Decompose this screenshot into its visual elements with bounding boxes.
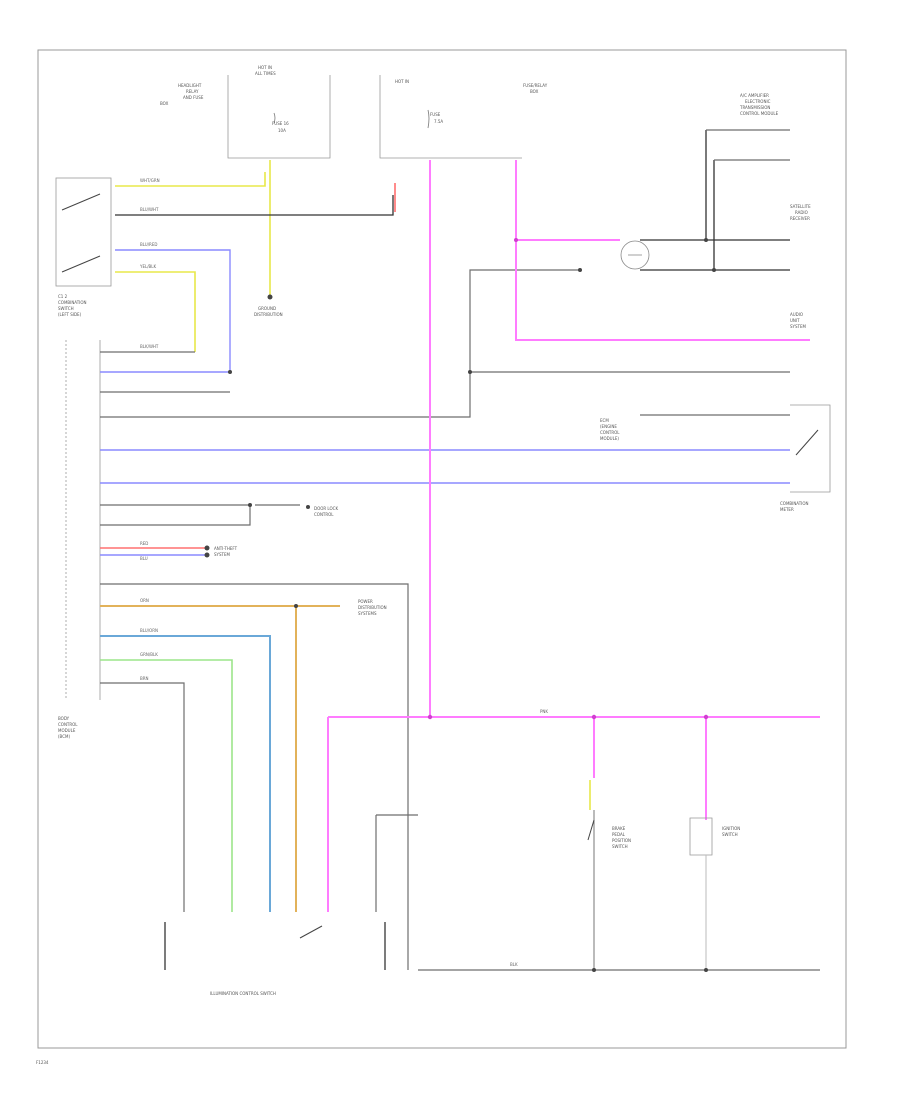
wire-label-blk2: BLK [510, 962, 518, 967]
power-sys-line3: SYSTEMS [358, 611, 377, 616]
fuse-box-left: HOT IN ALL TIMES FUSE 16 10A HEADLIGHT R… [160, 65, 331, 159]
mid-right-2: METER [780, 507, 794, 512]
mid-right-1: COMBINATION [780, 501, 809, 506]
brake-sw-1: BRAKE [612, 826, 626, 831]
brake-sw-3: POSITION [612, 838, 631, 843]
wire-label-grn: GRN/BLK [140, 652, 158, 657]
wire-label-org: ORN [140, 598, 149, 603]
wire-label-red: RED [140, 541, 148, 546]
top-right-a-3: TRANSMISSION [739, 105, 770, 110]
top-right-c-2: UNIT [790, 318, 800, 323]
ecm-switch: COMBINATION METER [780, 404, 831, 512]
fuse-left-side4: BOX [160, 101, 169, 106]
top-right-b-2: RADIO [795, 210, 808, 215]
wire-label-gray1: BLK/WHT [140, 344, 159, 349]
right-sw-4: MODULE) [600, 436, 619, 441]
diagram-frame [37, 49, 847, 1049]
ignition-1: IGNITION [722, 826, 740, 831]
anti-theft-line1: ANTI-THEFT [214, 546, 238, 551]
right-sw-2: (ENGINE [600, 424, 617, 429]
footer-code: F1234 [36, 1060, 49, 1065]
brake-sw-2: PEDAL [612, 832, 626, 837]
brake-pedal-switch: BRAKE PEDAL POSITION SWITCH [587, 810, 631, 970]
top-right-a-4: CONTROL MODULE [740, 111, 779, 116]
shift-lock-unit [620, 240, 650, 270]
fuse-left-side3: AND FUSE [183, 95, 204, 100]
ignition-2: SWITCH [722, 832, 738, 837]
comb-switch-line3: SWITCH [58, 306, 74, 311]
right-sw-1: ECM [600, 418, 609, 423]
wire-label-blk1: BLU/WHT [140, 207, 159, 212]
fuse-left-amp: 10A [278, 128, 286, 133]
mid-note-1: DOOR LOCK [314, 506, 338, 511]
anti-theft-line2: SYSTEM [214, 552, 230, 557]
fuse-box-left-line2: ALL TIMES [255, 71, 276, 76]
fuse-box-left-line1: HOT IN [258, 65, 272, 70]
combination-switch: C1 2 COMBINATION SWITCH (LEFT SIDE) [55, 177, 112, 317]
fuse-right-amp: 7.5A [434, 119, 443, 124]
fuse-left-label: FUSE 16 [272, 121, 289, 126]
power-sys-line1: POWER [358, 599, 373, 604]
fuse-box-right-side1: FUSE/RELAY [523, 83, 548, 88]
fuse-left-side1: HEADLIGHT [178, 83, 202, 88]
top-right-a-2: ELECTRONIC [745, 99, 771, 104]
comb-switch-line1: C1 2 [58, 294, 68, 299]
illum-switch-label: ILLUMINATION CONTROL SWITCH [210, 991, 276, 996]
fuse-right-label: FUSE [430, 112, 441, 117]
mid-note-2: CONTROL [314, 512, 334, 517]
comb-switch-line4: (LEFT SIDE) [58, 312, 82, 317]
top-right-a-1: A/C AMPLIFIER [740, 93, 769, 98]
fuse-box-right-line1: HOT IN [395, 79, 409, 84]
body-control-module: BODY CONTROL MODULE (BCM) [58, 340, 101, 739]
top-right-b-3: RECEIVER [790, 216, 810, 221]
wire-label-blu1: BLU/RED [140, 242, 157, 247]
bcm-line1: BODY [58, 716, 70, 721]
gnd-note-1: GROUND [258, 306, 276, 311]
wire-label-blu: BLU [140, 556, 148, 561]
power-sys-line2: DISTRIBUTION [358, 605, 387, 610]
top-right-c-1: AUDIO [790, 312, 803, 317]
wire-label-lblue: BLU/ORN [140, 628, 158, 633]
wire-label-yel2: YEL/BLK [139, 264, 157, 269]
gnd-note-2: DISTRIBUTION [254, 312, 283, 317]
illumination-control-switch: ILLUMINATION CONTROL SWITCH [164, 922, 386, 996]
ignition-switch: IGNITION SWITCH [689, 817, 740, 970]
fuse-box-right: HOT IN FUSE/RELAY BOX FUSE 7.5A [379, 75, 548, 159]
bcm-line2: CONTROL [58, 722, 78, 727]
bcm-line3: MODULE [58, 728, 76, 733]
right-sw-3: CONTROL [600, 430, 620, 435]
wire-label-yel: WHT/GRN [140, 178, 160, 183]
top-right-c-3: SYSTEM [790, 324, 806, 329]
top-right-b-1: SATELLITE [790, 204, 811, 209]
brake-sw-4: SWITCH [612, 844, 628, 849]
bcm-line4: (BCM) [58, 734, 70, 739]
comb-switch-line2: COMBINATION [58, 300, 87, 305]
fuse-left-side2: RELAY [186, 89, 199, 94]
wire-label-pink: PNK [540, 709, 548, 714]
wire-label-brn: BRN [140, 676, 149, 681]
fuse-box-right-side2: BOX [530, 89, 539, 94]
